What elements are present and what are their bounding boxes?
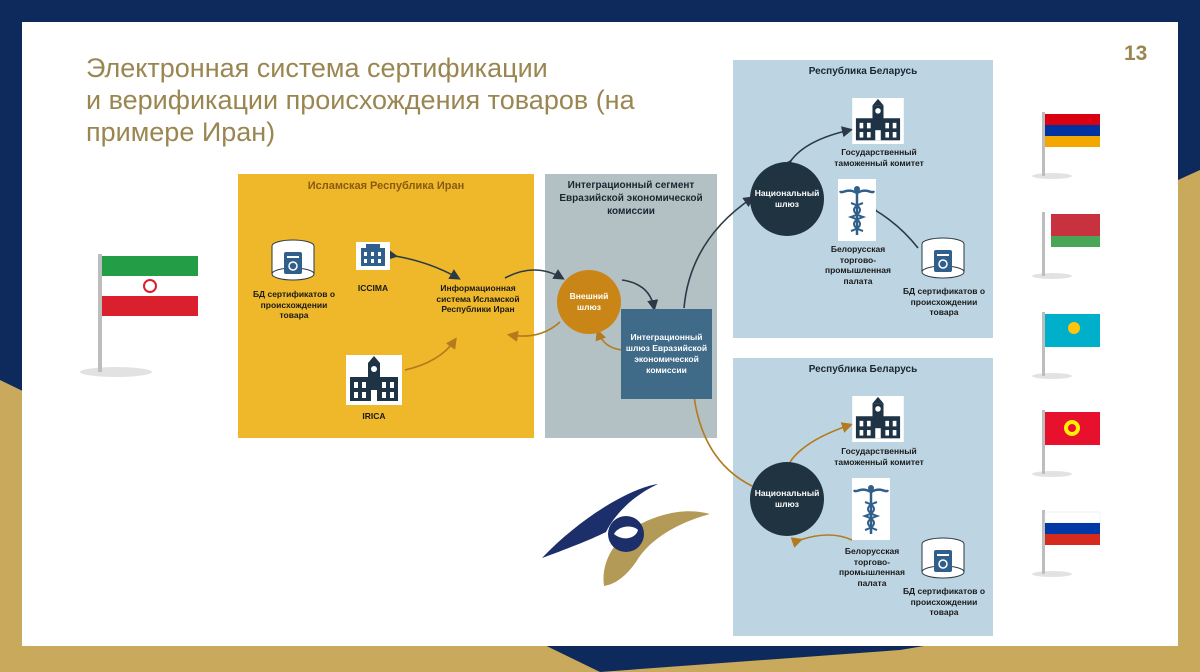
iran-flag-icon [80,254,198,377]
title-line: и верификации происхождения товаров (на [86,85,635,115]
customs-committee-label: Государственный таможенный комитет [834,147,924,168]
building-icon [356,242,390,270]
iran-section-header: Исламская Республика Иран [307,180,465,192]
caduceus-icon [852,478,890,540]
belarus-db-label: БД сертификатов о происхождении товара [902,286,986,317]
chamber-label: Белорусская торгово-промышленная палата [838,546,905,588]
title-line: Электронная система сертификации [86,53,548,83]
belarus-flag-icon [1032,212,1100,279]
belarus-bottom-header: Республика Беларусь [808,364,918,375]
government-building-icon [852,98,904,144]
national-gateway: Национальный шлюз [750,162,824,236]
iran-db-label: БД сертификатов о происхождении товара [252,289,336,320]
belarus-top-header: Республика Беларусь [808,66,918,77]
database-icon [271,239,315,281]
page-number: 13 [1124,42,1148,65]
irica-label: IRICA [362,411,386,421]
chamber-label: Белорусская торгово-промышленная палата [824,244,891,286]
external-gateway: Внешний шлюз [557,270,621,334]
database-icon [921,537,965,579]
kyrgyzstan-flag-icon [1032,410,1100,477]
database-icon [921,237,965,279]
armenia-flag-icon [1032,112,1100,179]
belarus-db-label: БД сертификатов о происхождении товара [902,586,986,617]
government-building-icon [852,396,904,442]
russia-flag-icon [1032,510,1101,577]
government-building-icon [346,355,402,405]
title-line: примере Иран) [86,117,276,147]
customs-committee-label: Государственный таможенный комитет [834,446,924,467]
iran-info-system-label: Информационная система Исламской Республ… [436,283,520,314]
iccima-label: ICCIMA [357,283,389,293]
kazakhstan-flag-icon [1032,312,1100,379]
national-gateway: Национальный шлюз [750,462,824,536]
eaeu-section-header: Интеграционный сегмент Евразийской эконо… [559,180,703,217]
slide-title: Электронная система сертификации и вериф… [86,52,686,148]
eaeu-logo-icon [542,484,710,586]
integration-gateway: Интеграционный шлюз Евразийской экономич… [621,309,712,399]
caduceus-icon [838,179,876,241]
